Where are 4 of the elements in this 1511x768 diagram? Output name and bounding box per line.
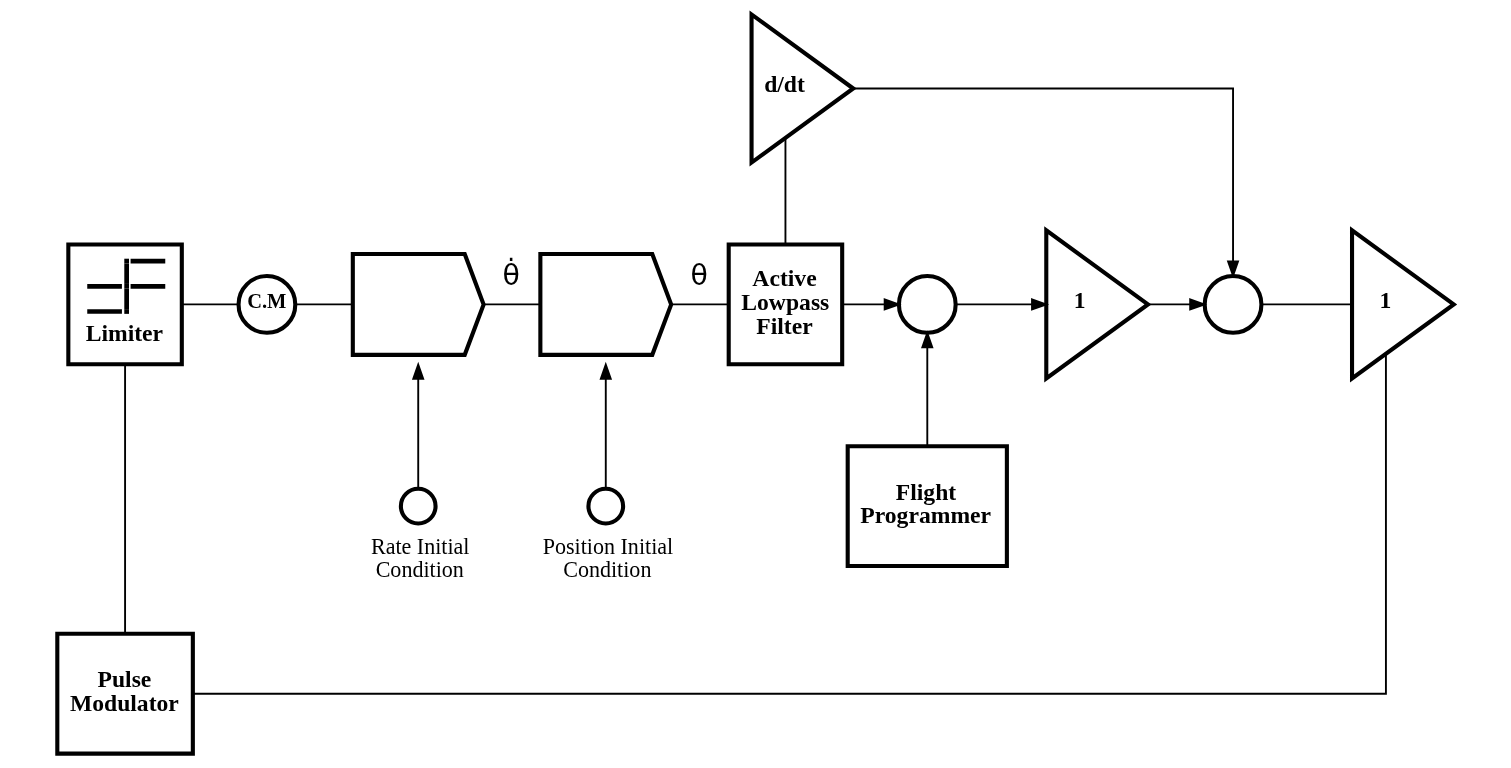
edge-label: θ̇ xyxy=(502,258,520,292)
edge-label: θ xyxy=(690,258,708,292)
node-label: Rate Initial Condition xyxy=(370,533,470,583)
node-label: Position Initial Condition xyxy=(542,533,674,583)
